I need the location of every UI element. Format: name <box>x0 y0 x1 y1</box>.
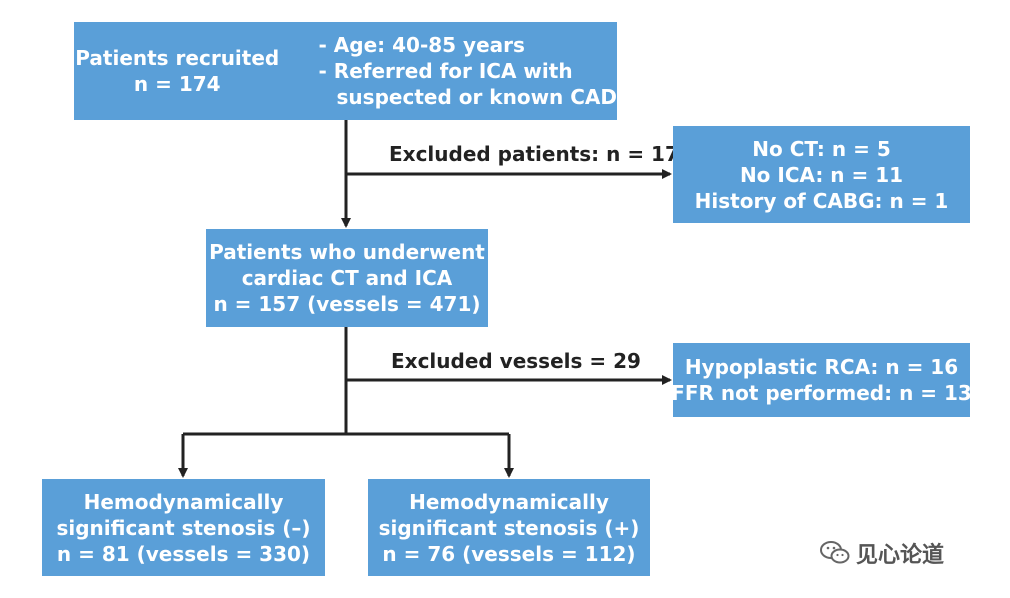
reason-cabg: History of CABG: n = 1 <box>694 188 949 213</box>
box-patients-recruited: Patients recruited n = 174 - Age: 40-85 … <box>74 22 617 120</box>
negative-line-3: n = 81 (vessels = 330) <box>56 541 311 566</box>
label-excluded-patients: Excluded patients: n = 17 <box>389 142 679 166</box>
reason-no-ica: No ICA: n = 11 <box>739 162 904 187</box>
box-stenosis-negative: Hemodynamically significant stenosis (–)… <box>42 479 325 576</box>
recruited-count: n = 174 <box>133 72 221 96</box>
underwent-line-1: Patients who underwent <box>209 240 485 264</box>
label-excluded-vessels: Excluded vessels = 29 <box>391 349 641 373</box>
box-stenosis-positive: Hemodynamically significant stenosis (+)… <box>368 479 650 576</box>
watermark-text: 见心论道 <box>856 543 945 568</box>
criterion-suspected: suspected or known CAD <box>336 85 617 109</box>
box-excluded-patients: No CT: n = 5 No ICA: n = 11 History of C… <box>673 126 970 223</box>
box-excluded-vessels: Hypoplastic RCA: n = 16 FFR not performe… <box>671 343 972 417</box>
positive-line-2: significant stenosis (+) <box>378 515 640 540</box>
underwent-line-2: cardiac CT and ICA <box>241 266 453 290</box>
reason-ffr-not-performed: FFR not performed: n = 13 <box>671 381 972 405</box>
negative-line-2: significant stenosis (–) <box>56 515 311 540</box>
recruited-title: Patients recruited <box>75 46 280 70</box>
negative-line-1: Hemodynamically <box>83 489 284 514</box>
watermark: 见心论道 <box>820 537 944 569</box>
criterion-referred: - Referred for ICA with <box>318 59 573 83</box>
positive-line-3: n = 76 (vessels = 112) <box>382 541 636 566</box>
box-patients-underwent: Patients who underwent cardiac CT and IC… <box>206 229 488 327</box>
reason-hypoplastic-rca: Hypoplastic RCA: n = 16 <box>684 355 959 379</box>
positive-line-1: Hemodynamically <box>409 489 609 514</box>
wechat-icon <box>820 541 850 564</box>
criterion-age: - Age: 40-85 years <box>318 33 525 57</box>
reason-no-ct: No CT: n = 5 <box>752 136 891 161</box>
underwent-line-3: n = 157 (vessels = 471) <box>213 292 481 316</box>
